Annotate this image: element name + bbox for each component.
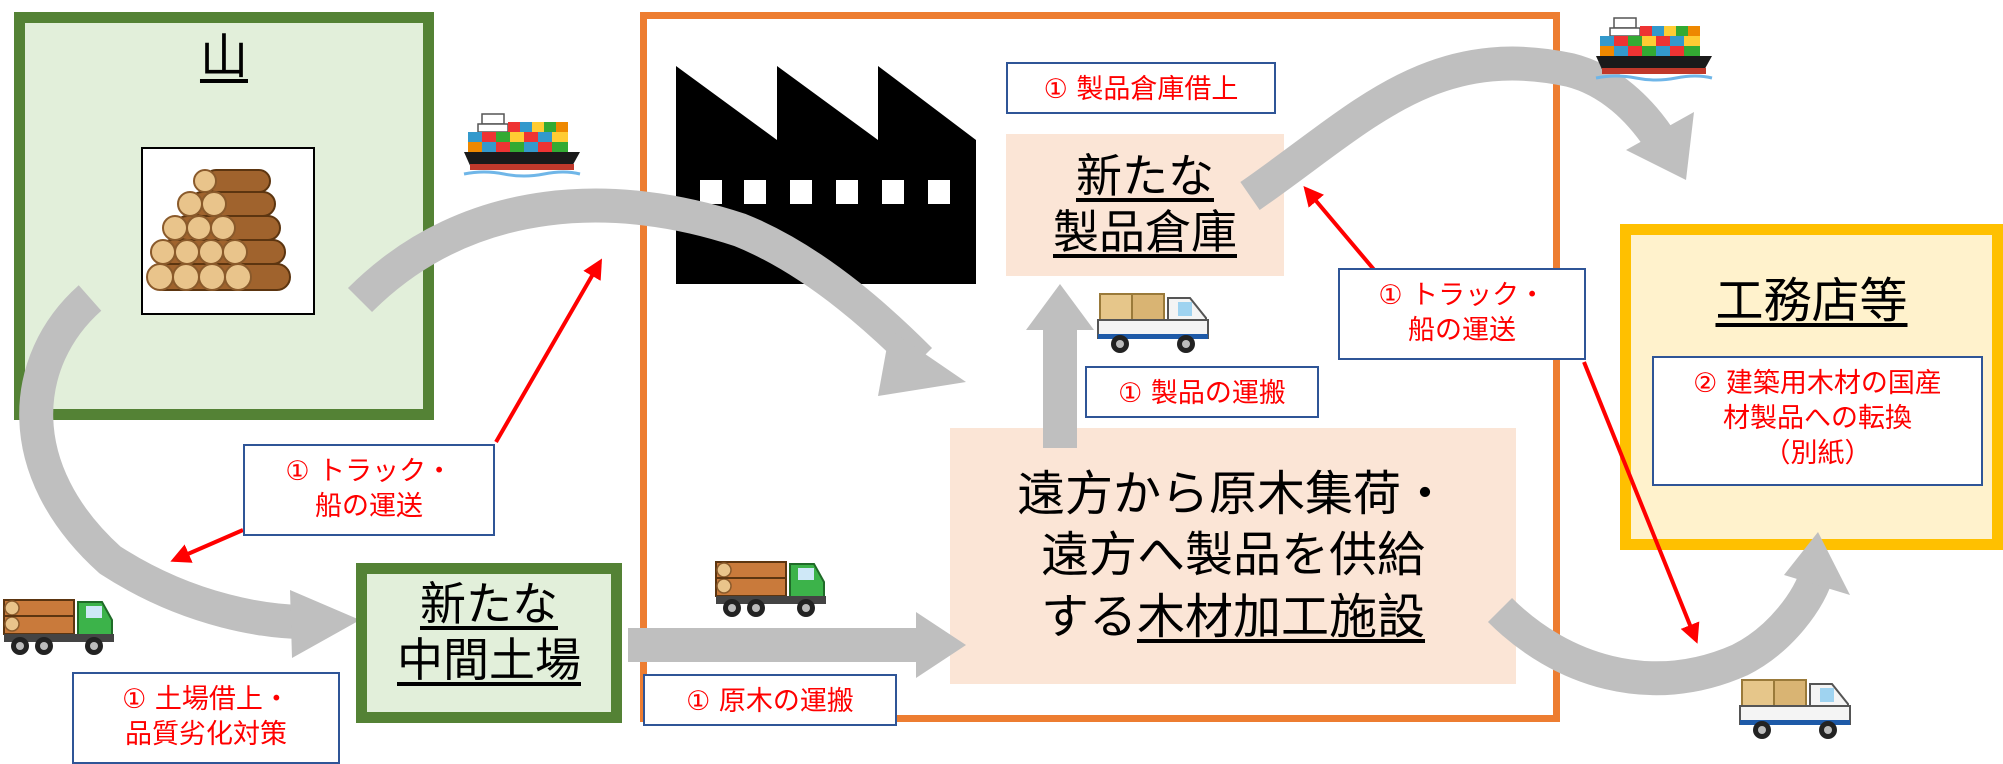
transport-label-right: ① トラック・ 船の運送 [1338,268,1586,360]
yard-lease-label: ① 土場借上・ 品質劣化対策 [72,672,340,764]
mountain-region [14,12,434,420]
log-truck-icon [3,599,115,656]
log-truck-icon [715,561,827,618]
facility-box [950,428,1516,684]
container-ship-icon [462,112,582,178]
red-pointer-to-ship-right [1303,185,1378,274]
box-truck-icon [1739,679,1851,740]
flow-arrow-warehouse-to-shop [1240,46,1675,210]
log-pile-icon [141,147,315,315]
transport-label-left: ① トラック・ 船の運送 [243,444,495,536]
log-haul-label: ① 原木の運搬 [643,674,897,726]
shop-title: 工務店等 [1715,273,1908,329]
conversion-label: ② 建築用木材の国産 材製品への転換 （別紙） [1652,356,1983,486]
facility-region [640,12,1560,722]
warehouse-title: 新たな 製品倉庫 [1053,149,1237,260]
container-ship-icon [1594,16,1714,82]
mountain-title: 山 [199,29,248,85]
intermediate-yard-box [356,563,622,723]
red-pointer-to-ship-left [494,258,603,444]
facility-title: 遠方から原木集荷・ 遠方へ製品を供給 する木材加工施設 [1016,466,1449,645]
red-pointer-to-truck-right [1582,361,1700,644]
box-truck-icon [1097,293,1209,354]
red-pointer-to-truck-left [170,528,244,563]
warehouse-box [1006,134,1284,276]
intermediate-yard-title: 新たな 中間土場 [397,577,581,688]
product-haul-label: ① 製品の運搬 [1085,366,1319,418]
flow-arrow-mountain-to-facility [347,188,933,373]
flow-arrow-mountain-to-yard [19,285,313,640]
warehouse-lease-label: ① 製品倉庫借上 [1006,62,1276,114]
flow-arrow-facility-to-shop [1487,564,1835,696]
